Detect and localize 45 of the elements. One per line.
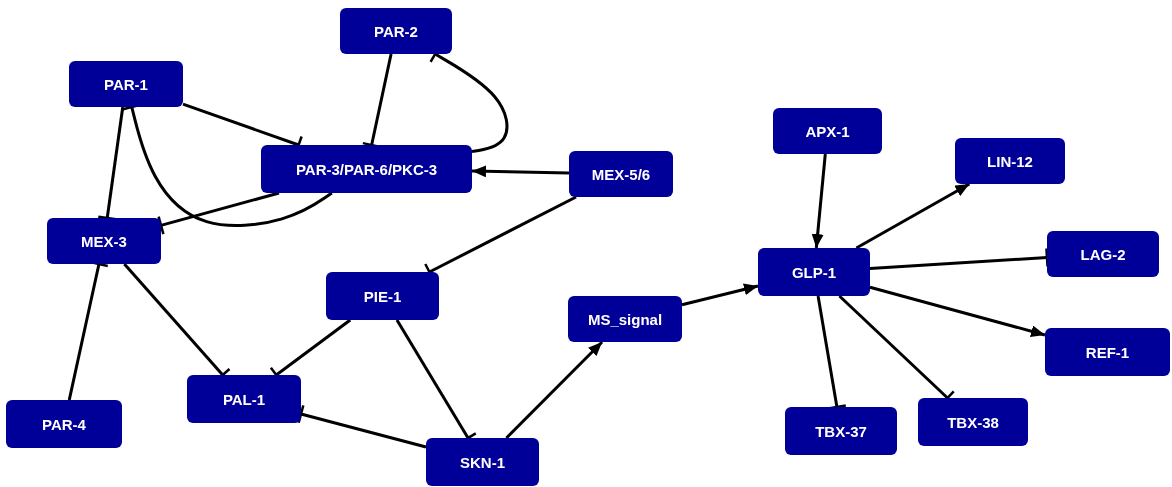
gene-label: SKN-1 <box>460 453 505 471</box>
gene-box <box>1047 231 1159 277</box>
gene-box <box>569 151 673 197</box>
gene-label: MEX-5/6 <box>591 165 651 183</box>
gene-box <box>261 145 472 193</box>
gene-box <box>918 398 1028 446</box>
gene-box <box>340 8 452 54</box>
arrow <box>505 340 604 440</box>
inhibition-edge <box>816 295 848 410</box>
arrow <box>855 182 971 250</box>
gene-box <box>1045 328 1170 376</box>
gene-box <box>568 296 682 342</box>
gene-box <box>758 248 870 296</box>
gene-box <box>773 108 882 154</box>
gene-label: REF-1 <box>1085 343 1130 361</box>
arrow <box>681 283 759 307</box>
arrow <box>811 153 827 249</box>
arrow <box>471 165 570 178</box>
gene-label: TBX-37 <box>815 422 867 440</box>
gene-label: PAL-1 <box>222 390 266 408</box>
inhibition-edge <box>869 247 1049 270</box>
gene-box <box>785 407 897 455</box>
gene-label: PAR-2 <box>374 22 418 40</box>
gene-label: PAR-1 <box>104 75 148 93</box>
gene-box <box>326 272 439 320</box>
gene-box <box>955 138 1065 184</box>
gene-label: PIE-1 <box>363 287 402 305</box>
gene-box <box>187 375 301 423</box>
gene-label: TBX-38 <box>947 413 999 431</box>
gene-box <box>426 438 539 486</box>
gene-label: LIN-12 <box>987 152 1033 170</box>
arrow <box>869 285 1046 338</box>
inhibition-edge <box>297 404 427 449</box>
gene-label: APX-1 <box>805 122 850 140</box>
gene-label: PAR-4 <box>42 415 86 433</box>
gene-label: LAG-2 <box>1080 245 1126 263</box>
inhibition-edge <box>97 106 125 221</box>
gene-box <box>6 400 122 448</box>
gene-label: MEX-3 <box>81 232 127 250</box>
gene-label: PAR-3/PAR-6/PKC-3 <box>295 160 438 178</box>
gene-box <box>47 218 161 264</box>
gene-label: MS_signal <box>587 310 663 328</box>
inhibition-edge <box>157 191 280 236</box>
gene-label: GLP-1 <box>791 263 837 281</box>
gene-box <box>69 61 183 107</box>
